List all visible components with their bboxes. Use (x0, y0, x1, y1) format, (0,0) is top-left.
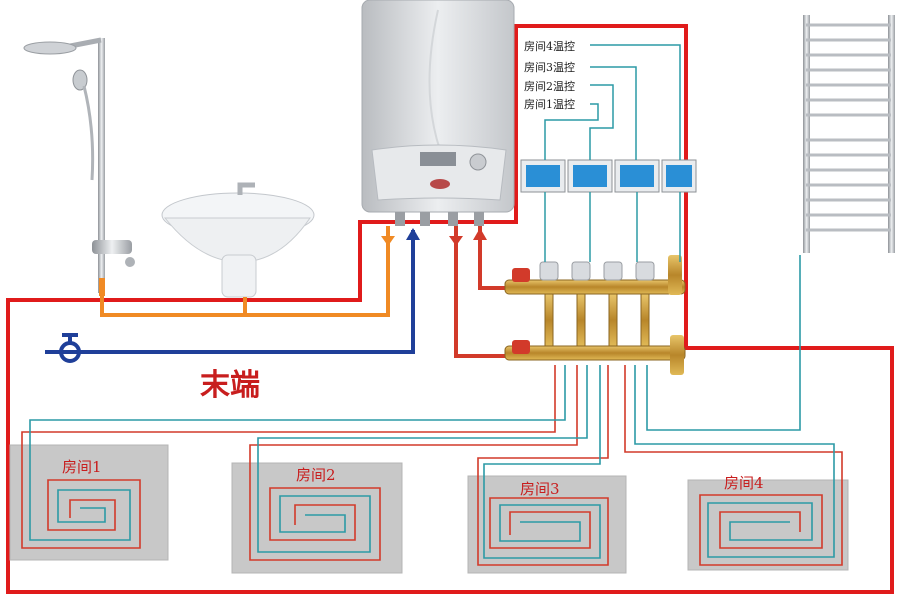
manifold-icon (504, 255, 686, 375)
diagram-title: 末端 (200, 368, 260, 403)
supply-arrows (449, 228, 487, 246)
room-panels (9, 444, 849, 574)
supply-pipes (454, 226, 510, 358)
shower-icon (23, 37, 135, 296)
room-panel-2 (231, 462, 403, 574)
cold-water-pipe (45, 230, 415, 354)
room-label-1: 房间1 (62, 458, 102, 476)
floor-heating-loops (21, 255, 843, 566)
towel-radiator-icon (803, 15, 895, 253)
thermostat-wires (544, 44, 681, 262)
room-label-3: 房间3 (520, 480, 560, 498)
room-label-2: 房间2 (296, 466, 336, 484)
room-panel-1 (9, 444, 169, 561)
cold-water-arrow (406, 228, 420, 240)
thermostat-icon (520, 159, 697, 193)
thermostat-label-2: 房间2温控 (524, 79, 575, 93)
sink-icon (161, 182, 315, 298)
room-label-4: 房间4 (724, 474, 764, 492)
red-boundary-line (6, 24, 894, 594)
thermostat-label-3: 房间3温控 (524, 60, 575, 74)
hot-water-arrow (381, 228, 395, 246)
hot-water-pipes (100, 226, 390, 317)
thermostat-label-4: 房间4温控 (524, 39, 575, 53)
faucet-icon (59, 333, 81, 363)
boiler-icon (361, 0, 515, 226)
thermostat-label-1: 房间1温控 (524, 97, 575, 111)
